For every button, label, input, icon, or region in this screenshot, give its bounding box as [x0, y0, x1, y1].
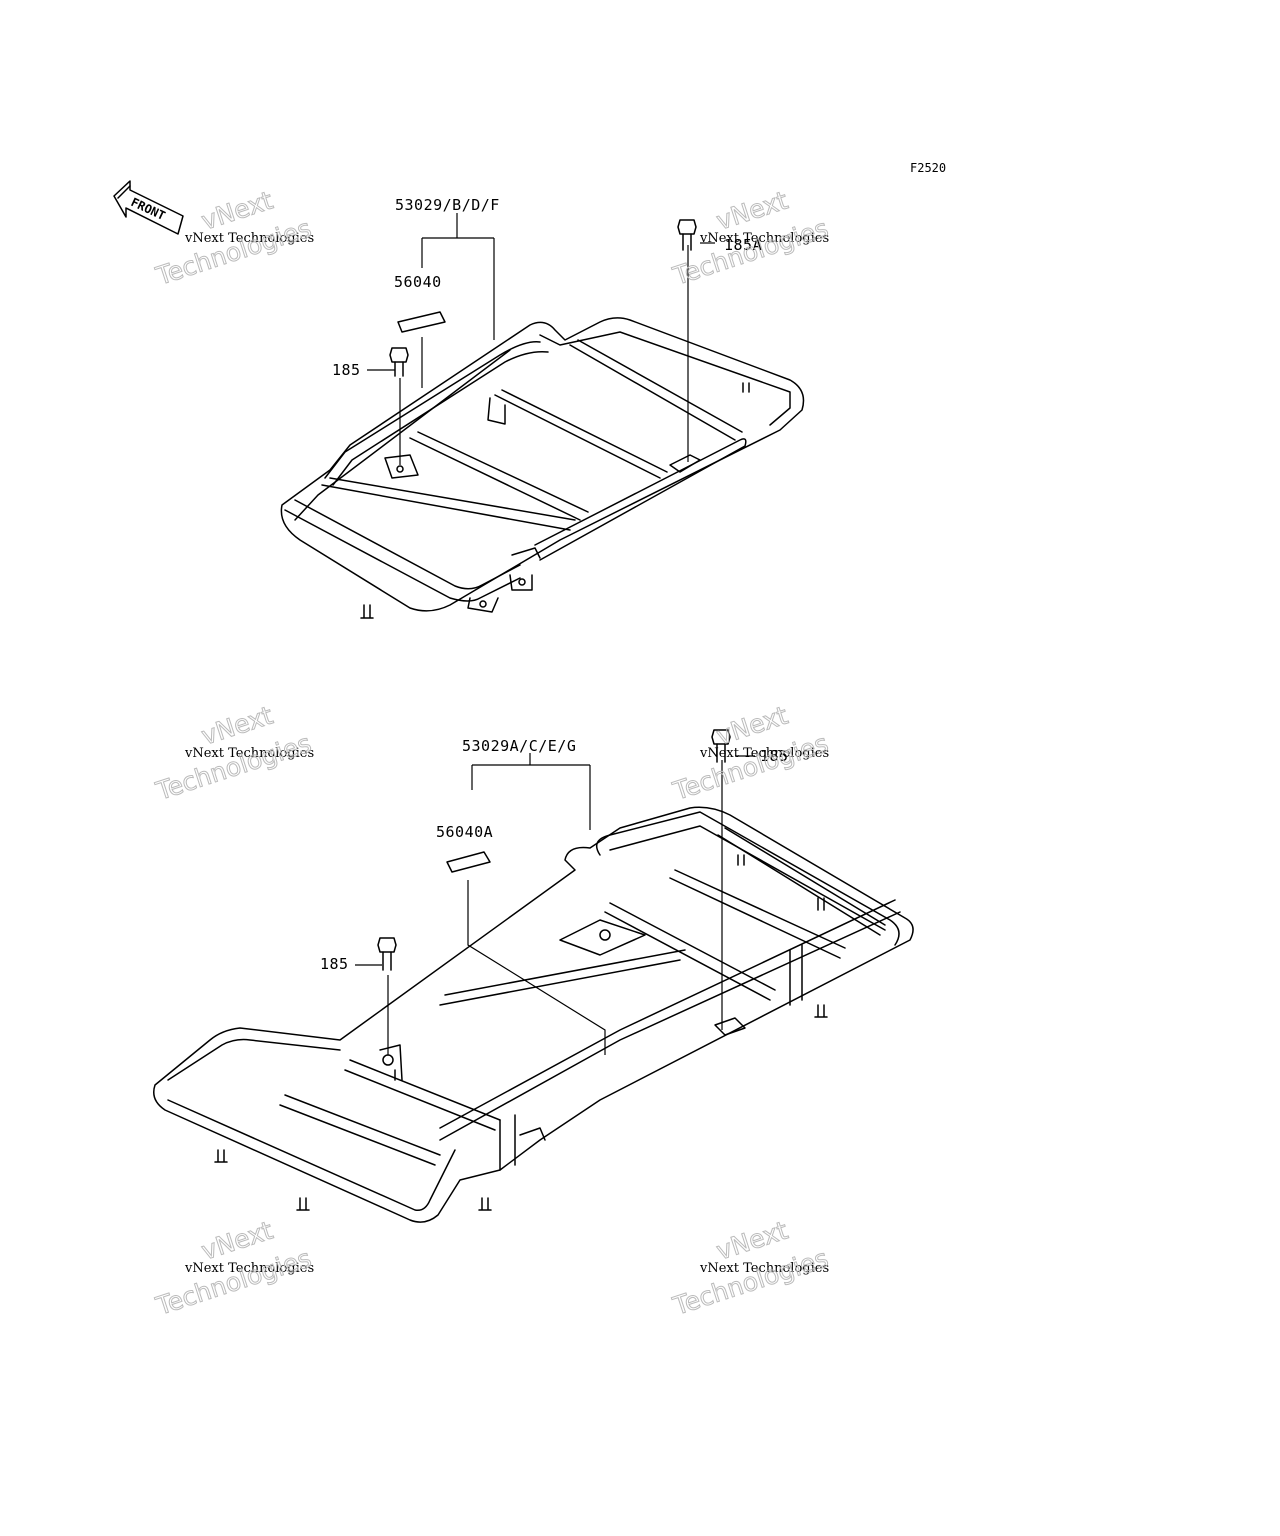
figure-code: F2520 — [910, 161, 946, 175]
lower-bolt-left-part-number: 185 — [320, 955, 349, 973]
watermark-top-left: vNext Technologies vNext Technologies — [151, 185, 315, 292]
lower-bolt-right-part-number: 185 — [760, 747, 789, 765]
lower-bolt-right-icon — [711, 729, 731, 763]
watermark-top-right: vNext Technologies vNext Technologies — [668, 185, 832, 292]
svg-text:vNext Technologies: vNext Technologies — [184, 231, 314, 246]
upper-label-part-number: 56040 — [394, 273, 442, 291]
upper-leader-lines — [367, 213, 715, 465]
watermark-mid-right: vNext Technologies vNext Technologies — [668, 700, 832, 807]
lower-bolt-left-icon — [377, 937, 397, 971]
svg-text:vNext Technologies: vNext Technologies — [699, 746, 829, 761]
front-arrow-icon: FRONT — [113, 180, 184, 235]
svg-text:vNext Technologies: vNext Technologies — [184, 746, 314, 761]
upper-bolt-right-part-number: 185A — [724, 236, 762, 254]
lower-leader-lines — [355, 753, 755, 1055]
svg-text:vNext Technologies: vNext Technologies — [699, 1261, 829, 1276]
upper-bolt-left-part-number: 185 — [332, 361, 361, 379]
upper-bolt-left-icon — [389, 347, 409, 377]
upper-carrier-part-number: 53029/B/D/F — [395, 196, 500, 214]
upper-carrier-drawing — [280, 317, 805, 619]
upper-label-sticker-icon — [397, 311, 446, 333]
upper-bolt-right-icon — [677, 219, 697, 251]
svg-text:vNext Technologies: vNext Technologies — [184, 1261, 314, 1276]
watermark-bottom-right: vNext Technologies vNext Technologies — [668, 1215, 832, 1322]
lower-label-sticker-icon — [446, 851, 491, 873]
lower-label-part-number: 56040A — [436, 823, 493, 841]
lower-carrier-drawing — [153, 806, 914, 1223]
watermark-bottom-left: vNext Technologies vNext Technologies — [151, 1215, 315, 1322]
watermark-mid-left: vNext Technologies vNext Technologies — [151, 700, 315, 807]
svg-text:vNext Technologies: vNext Technologies — [699, 231, 829, 246]
lower-carrier-part-number: 53029A/C/E/G — [462, 737, 576, 755]
